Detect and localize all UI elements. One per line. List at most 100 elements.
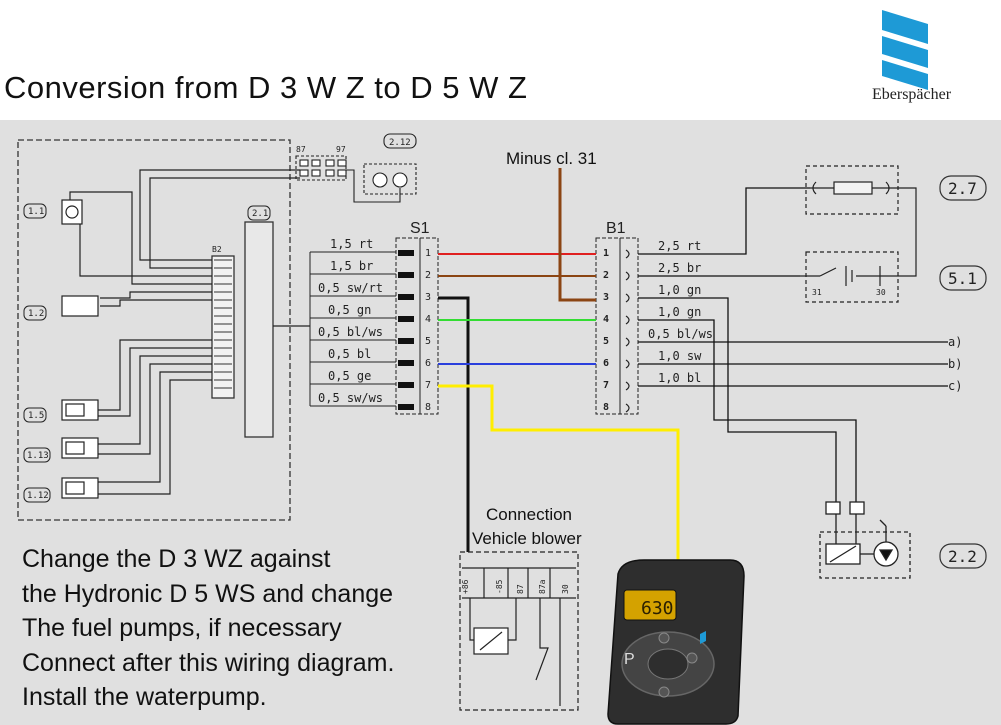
- svg-text:2: 2: [425, 270, 431, 281]
- controller-down-icon[interactable]: [658, 686, 670, 698]
- svg-text:8: 8: [425, 402, 431, 413]
- s1-pin-numbers: 1 2 3 4 5 6 7 8: [425, 248, 431, 413]
- instruction-line-5: Install the waterpump.: [22, 683, 267, 711]
- b1-output-wires: [638, 187, 948, 502]
- wiring-diagram: B2 1.1 1.2 1.5 1.13 1.12 2.1: [17, 133, 987, 725]
- page-title: Conversion from D 3 W Z to D 5 W Z: [4, 70, 528, 105]
- fuse-block: [295, 133, 417, 203]
- s1-connector: [309, 237, 439, 415]
- svg-text:6: 6: [603, 358, 609, 369]
- minus-cl31-label: Minus cl. 31: [506, 149, 597, 168]
- heater-components: [61, 199, 99, 499]
- relay-pins: +86 -85 87 87a 30: [461, 579, 570, 594]
- svg-text:30: 30: [561, 584, 570, 594]
- controller-display: 630: [641, 598, 674, 619]
- controller-device: 630 P: [607, 559, 745, 725]
- output-b: b): [948, 357, 962, 371]
- svg-text:7: 7: [425, 380, 431, 391]
- yellow-wire-to-controller: [438, 384, 680, 562]
- minus-cl31-wire: [558, 168, 596, 302]
- svg-text:6: 6: [425, 358, 431, 369]
- svg-text:4: 4: [603, 314, 609, 325]
- s1-wire-labels: 1,5 rt 1,5 br 0,5 sw/rt 0,5 gn 0,5 bl/ws…: [318, 237, 383, 405]
- svg-text:87a: 87a: [538, 579, 547, 594]
- output-a: a): [948, 335, 962, 349]
- switch-terminal-30: 30: [876, 288, 886, 297]
- s1-wire-8: 0,5 sw/ws: [318, 391, 383, 405]
- b2-label: B2: [212, 245, 222, 254]
- b1-wire-2: 2,5 br: [658, 261, 701, 275]
- instruction-line-2: the Hydronic D 5 WS and change: [22, 579, 394, 608]
- ref-1-2: 1.2: [28, 309, 44, 319]
- fuse-87-label: 87: [296, 145, 306, 154]
- b1-label: B1: [606, 220, 626, 237]
- s1-wire-5: 0,5 bl/ws: [318, 325, 383, 339]
- controller-logo-icon: [700, 631, 706, 644]
- heater-unit: [17, 139, 291, 521]
- ref-2-2: 2.2: [948, 547, 977, 566]
- water-pump: [819, 501, 911, 579]
- b1-pin-arcs: [625, 249, 630, 413]
- instruction-line-4: Connect after this wiring diagram.: [22, 648, 395, 677]
- heater-refs: 1.1 1.2 1.5 1.13 1.12 2.1: [23, 203, 271, 503]
- controller-heat-icon[interactable]: [686, 652, 698, 664]
- connection-label-1: Connection: [486, 505, 572, 524]
- s1-label: S1: [410, 220, 430, 237]
- ref-1-13: 1.13: [27, 451, 49, 461]
- s1-pins: [398, 250, 414, 410]
- svg-text:5: 5: [603, 336, 609, 347]
- s1-wire-1: 1,5 rt: [330, 237, 373, 251]
- black-wire-to-relay: [438, 296, 470, 552]
- svg-text:87: 87: [516, 584, 525, 594]
- svg-text:-85: -85: [495, 579, 504, 594]
- svg-text:5: 5: [425, 336, 431, 347]
- fuse-97-label: 97: [336, 145, 346, 154]
- ref-1-1: 1.1: [28, 207, 44, 217]
- b1-wire-labels: 2,5 rt 2,5 br 1,0 gn 1,0 gn 0,5 bl/ws 1,…: [648, 239, 713, 385]
- svg-text:3: 3: [425, 292, 431, 303]
- svg-text:2: 2: [603, 270, 609, 281]
- svg-text:3: 3: [603, 292, 609, 303]
- instruction-line-3: The fuel pumps, if necessary: [22, 614, 342, 642]
- ref-5-1: 5.1: [948, 269, 977, 288]
- fuse-2-7: [805, 165, 899, 215]
- b1-wire-7: 1,0 bl: [658, 371, 701, 385]
- b1-pin-numbers: 1 2 3 4 5 6 7 8: [603, 248, 609, 413]
- heater-internal-wires: [69, 169, 310, 495]
- controller-up-icon[interactable]: [658, 632, 670, 644]
- switch-terminal-31: 31: [812, 288, 822, 297]
- connection-label-2: Vehicle blower: [472, 529, 582, 548]
- s1-wire-6: 0,5 bl: [328, 347, 371, 361]
- b1-wire-1: 2,5 rt: [658, 239, 701, 253]
- ref-2-1: 2.1: [252, 209, 268, 219]
- b1-connector: [595, 237, 639, 415]
- b1-wire-6: 1,0 sw: [658, 349, 702, 363]
- svg-text:8: 8: [603, 402, 609, 413]
- svg-text:7: 7: [603, 380, 609, 391]
- s1-wire-7: 0,5 ge: [328, 369, 371, 383]
- ref-1-5: 1.5: [28, 411, 44, 421]
- svg-text:1: 1: [603, 248, 609, 259]
- ref-2-12: 2.12: [389, 138, 411, 148]
- svg-text:+86: +86: [461, 579, 470, 594]
- output-c: c): [948, 379, 962, 393]
- controller-p-button[interactable]: P: [624, 651, 635, 668]
- output-labels: a) b) c): [948, 335, 962, 393]
- brand-name: Eberspächer: [872, 86, 952, 103]
- s1-wire-4: 0,5 gn: [328, 303, 371, 317]
- instruction-text: Change the D 3 WZ against the Hydronic D…: [22, 542, 394, 715]
- s1-wire-3: 0,5 sw/rt: [318, 281, 383, 295]
- svg-text:4: 4: [425, 314, 431, 325]
- diagram-panel: B2 1.1 1.2 1.5 1.13 1.12 2.1: [0, 120, 1001, 725]
- b2-pin-marks: [214, 259, 232, 389]
- svg-text:1: 1: [425, 248, 431, 259]
- instruction-line-1: Change the D 3 WZ against: [22, 545, 331, 573]
- ref-1-12: 1.12: [27, 491, 49, 501]
- s1-wire-2: 1,5 br: [330, 259, 373, 273]
- main-switch: [800, 187, 917, 303]
- eberspaecher-logo-icon: [882, 10, 928, 90]
- b1-wire-5: 0,5 bl/ws: [648, 327, 713, 341]
- relay: [459, 551, 579, 711]
- b1-wire-4: 1,0 gn: [658, 305, 701, 319]
- b1-wire-3: 1,0 gn: [658, 283, 701, 297]
